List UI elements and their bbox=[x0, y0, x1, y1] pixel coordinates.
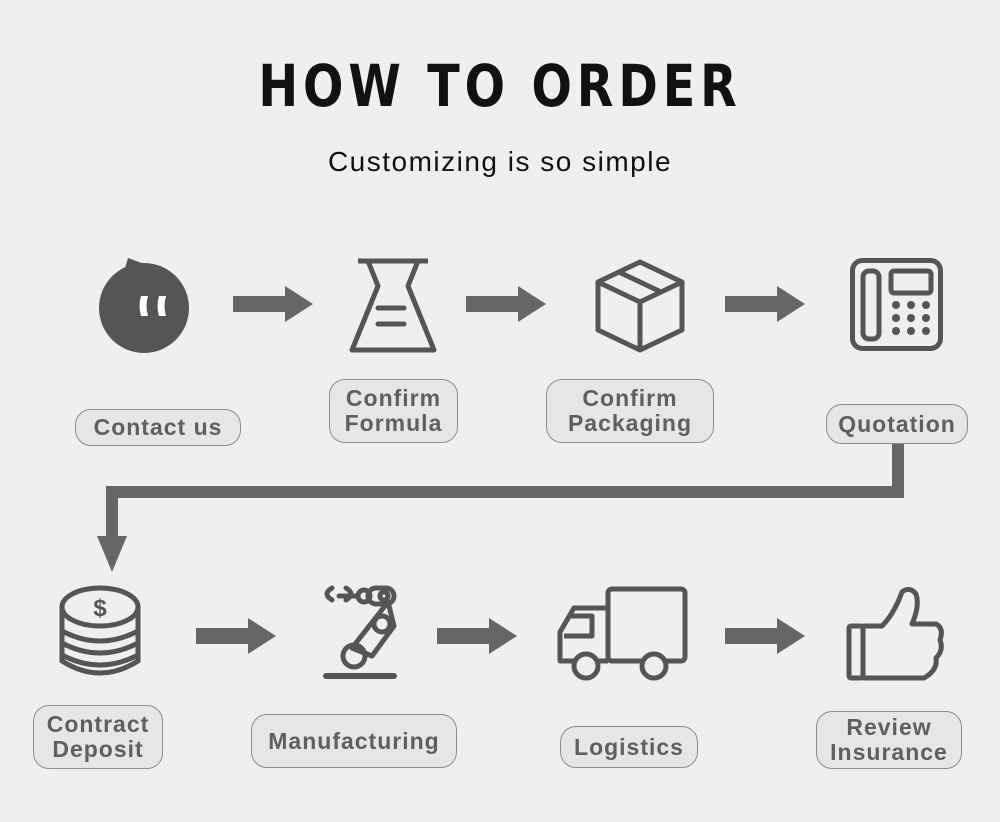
arrow-right-icon bbox=[437, 618, 517, 654]
telephone-icon bbox=[850, 258, 944, 352]
box-icon bbox=[594, 258, 686, 354]
arrow-down-icon bbox=[97, 536, 127, 572]
step-label-line: Insurance bbox=[830, 739, 948, 765]
arrow-right-icon bbox=[233, 286, 313, 322]
robot-arm-icon bbox=[318, 584, 404, 682]
arrow-right-icon bbox=[196, 618, 276, 654]
step-label-line: Deposit bbox=[52, 736, 144, 762]
arrow-right-icon bbox=[725, 286, 805, 322]
step-label-line: Manufacturing bbox=[268, 727, 440, 754]
flask-icon bbox=[348, 258, 438, 354]
arrow-right-icon bbox=[466, 286, 546, 322]
page-subtitle: Customizing is so simple bbox=[327, 146, 673, 177]
step-logistics: Logistics bbox=[560, 726, 698, 768]
step-label-line: Logistics bbox=[574, 733, 684, 760]
step-label-line: Packaging bbox=[567, 410, 693, 436]
step-label-line: Confirm bbox=[582, 385, 678, 411]
step-confirm-packaging: Confirm Packaging bbox=[546, 379, 714, 443]
step-label-line: Formula bbox=[344, 410, 443, 436]
coin-stack-icon: $ bbox=[58, 585, 142, 679]
step-label-line: Quotation bbox=[838, 410, 956, 437]
step-label-line: Confirm bbox=[345, 385, 442, 411]
page-title: HOW TO ORDER bbox=[258, 52, 742, 120]
coin-dollar-sign: $ bbox=[93, 595, 107, 622]
step-label-line: Review bbox=[846, 714, 932, 740]
step-contact-us: Contact us bbox=[75, 409, 241, 446]
connector-line bbox=[106, 444, 904, 538]
step-confirm-formula: Confirm Formula bbox=[329, 379, 458, 443]
step-label-line: Contract bbox=[46, 711, 150, 737]
thumbs-up-icon bbox=[846, 584, 946, 682]
step-contract-deposit: Contract Deposit bbox=[33, 705, 163, 769]
step-manufacturing: Manufacturing bbox=[251, 714, 457, 768]
arrow-right-icon bbox=[725, 618, 805, 654]
step-review-insurance: Review Insurance bbox=[816, 711, 962, 769]
chat-bubble-icon bbox=[98, 258, 194, 354]
truck-icon bbox=[556, 586, 688, 682]
step-quotation: Quotation bbox=[826, 404, 968, 444]
step-label-line: Contact us bbox=[93, 414, 223, 440]
